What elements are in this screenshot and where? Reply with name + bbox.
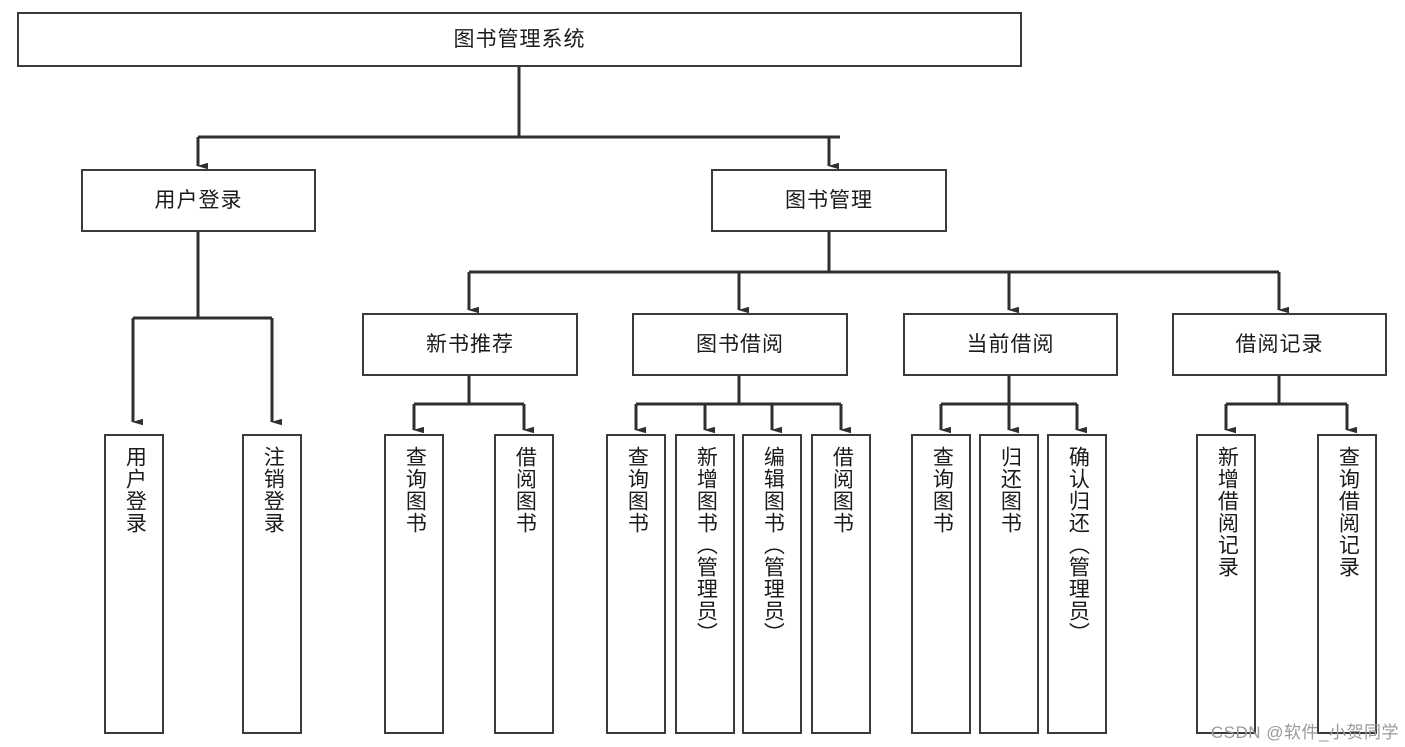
leaf-query-book-2-label: 查询图书 xyxy=(625,446,649,534)
leaf-return-book-label: 归还图书 xyxy=(998,446,1022,534)
leaf-borrow-book-2-label: 借阅图书 xyxy=(830,446,854,534)
node-user-login[interactable]: 用户登录 xyxy=(81,169,316,232)
node-leaf-query-book-1[interactable]: 查询图书 xyxy=(384,434,444,734)
leaf-add-book-label: 新增图书（管理员） xyxy=(694,446,718,644)
node-leaf-borrow-book-1[interactable]: 借阅图书 xyxy=(494,434,554,734)
node-book-manage-label: 图书管理 xyxy=(785,188,873,212)
leaf-query-record-label: 查询借阅记录 xyxy=(1336,446,1360,578)
leaf-query-book-1-label: 查询图书 xyxy=(403,446,427,534)
node-book-borrow[interactable]: 图书借阅 xyxy=(632,313,848,376)
node-book-borrow-label: 图书借阅 xyxy=(696,332,784,356)
node-new-book-recommend[interactable]: 新书推荐 xyxy=(362,313,578,376)
node-root-label: 图书管理系统 xyxy=(453,27,586,51)
node-leaf-return-book[interactable]: 归还图书 xyxy=(979,434,1039,734)
leaf-borrow-book-1-label: 借阅图书 xyxy=(513,446,537,534)
node-leaf-add-record[interactable]: 新增借阅记录 xyxy=(1196,434,1256,734)
leaf-add-record-label: 新增借阅记录 xyxy=(1215,446,1239,578)
leaf-user-login-label: 用户登录 xyxy=(123,446,147,534)
node-user-login-label: 用户登录 xyxy=(154,188,243,212)
leaf-confirm-return-label: 确认归还（管理员） xyxy=(1066,446,1090,644)
node-leaf-query-book-2[interactable]: 查询图书 xyxy=(606,434,666,734)
node-leaf-logout[interactable]: 注销登录 xyxy=(242,434,302,734)
leaf-logout-label: 注销登录 xyxy=(261,446,285,534)
node-borrow-record[interactable]: 借阅记录 xyxy=(1172,313,1387,376)
node-book-manage[interactable]: 图书管理 xyxy=(711,169,947,232)
node-leaf-borrow-book-2[interactable]: 借阅图书 xyxy=(811,434,871,734)
node-leaf-query-record[interactable]: 查询借阅记录 xyxy=(1317,434,1377,734)
node-current-borrow-label: 当前借阅 xyxy=(966,332,1055,356)
node-leaf-query-book-3[interactable]: 查询图书 xyxy=(911,434,971,734)
node-current-borrow[interactable]: 当前借阅 xyxy=(903,313,1118,376)
watermark: CSDN @软件_小贺同学 xyxy=(1210,723,1399,742)
node-leaf-add-book[interactable]: 新增图书（管理员） xyxy=(675,434,735,734)
node-root[interactable]: 图书管理系统 xyxy=(17,12,1022,67)
node-leaf-edit-book[interactable]: 编辑图书（管理员） xyxy=(742,434,802,734)
leaf-query-book-3-label: 查询图书 xyxy=(930,446,954,534)
node-leaf-confirm-return[interactable]: 确认归还（管理员） xyxy=(1047,434,1107,734)
node-borrow-record-label: 借阅记录 xyxy=(1235,332,1324,356)
node-leaf-user-login[interactable]: 用户登录 xyxy=(104,434,164,734)
node-new-book-recommend-label: 新书推荐 xyxy=(426,332,514,356)
leaf-edit-book-label: 编辑图书（管理员） xyxy=(761,446,785,644)
